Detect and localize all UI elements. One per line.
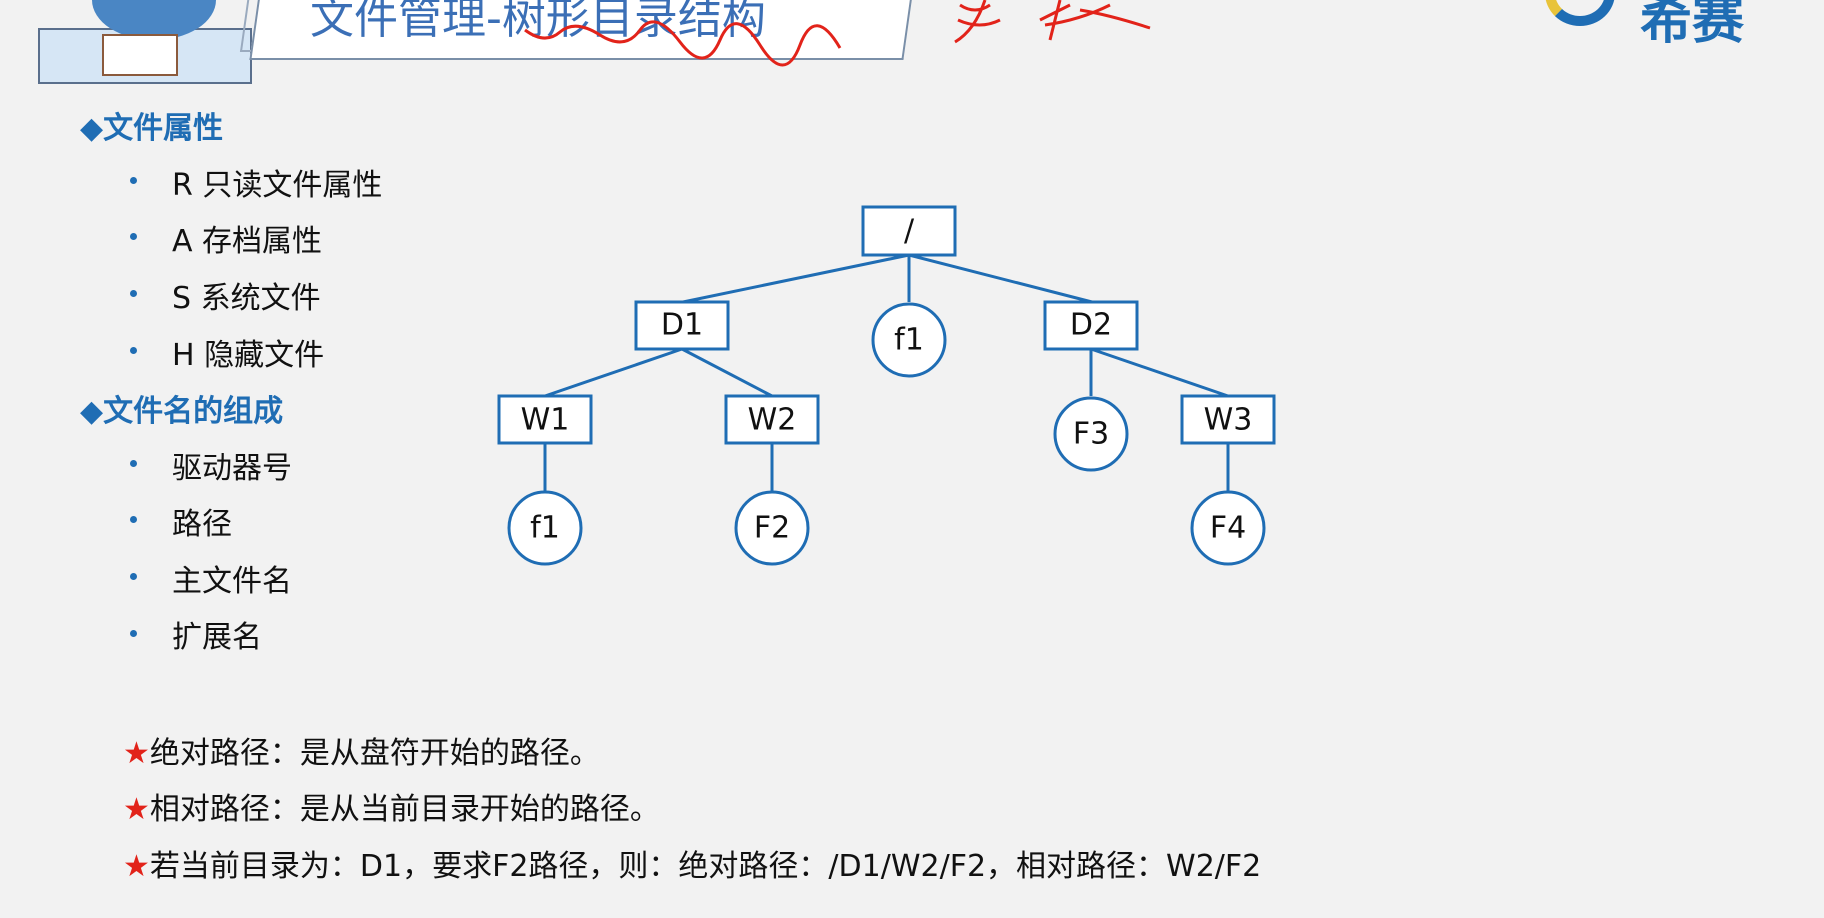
list-item: 驱动器号 [172, 451, 292, 486]
note-absolute-path: ★绝对路径：是从盘符开始的路径。 [123, 728, 600, 772]
bullet-dot [130, 630, 137, 637]
node-f1-root [871, 302, 947, 378]
node-label: F2 [754, 511, 790, 546]
edge-d1-w2 [681, 347, 773, 398]
edge-d1-w1 [544, 347, 683, 398]
node-f1-leaf [507, 490, 583, 566]
tree-edges [543, 253, 1230, 491]
list-item: 主文件名 [172, 564, 292, 599]
node-d1 [634, 300, 730, 351]
star-icon: ★ [123, 736, 150, 771]
node-label: f1 [530, 511, 560, 546]
node-label: W2 [748, 403, 797, 438]
node-w2 [724, 394, 820, 445]
node-label: F4 [1210, 511, 1246, 546]
bullet-dot [130, 573, 137, 580]
node-label: D2 [1070, 308, 1112, 343]
bullet-dot [130, 177, 137, 184]
star-icon: ★ [123, 849, 150, 884]
section-title-file-attributes: ◆文件属性 [80, 111, 224, 146]
bullet-dot [130, 290, 137, 297]
bullet-dot [130, 460, 137, 467]
node-root [861, 205, 957, 257]
underline-scribble [524, 20, 842, 67]
note-text: 相对路径：是从当前目录开始的路径。 [149, 792, 660, 827]
note-example: ★若当前目录为：D1，要求F2路径，则：绝对路径：/D1/W2/F2，相对路径：… [123, 841, 1261, 885]
node-label: W1 [521, 403, 570, 438]
note-text: 绝对路径：是从盘符开始的路径。 [149, 736, 600, 771]
note-text: 若当前目录为：D1，要求F2路径，则：绝对路径：/D1/W2/F2，相对路径：W… [149, 849, 1262, 884]
node-w1 [497, 394, 593, 445]
list-item: R 只读文件属性 [172, 168, 383, 203]
scribble-char-1 [954, 0, 1001, 44]
list-item: S 系统文件 [172, 281, 321, 316]
edge-root-d1 [682, 253, 910, 304]
mascot-paper-icon [102, 34, 178, 76]
node-d2 [1043, 300, 1139, 351]
bullet-dot [130, 233, 137, 240]
logo-text: 希赛 [1640, 0, 1745, 51]
list-item: 路径 [172, 507, 232, 542]
list-item: A 存档属性 [172, 224, 323, 259]
node-label: W3 [1204, 403, 1253, 438]
node-f3 [1053, 396, 1129, 472]
list-item: H 隐藏文件 [172, 338, 325, 373]
node-label: f1 [894, 323, 924, 358]
node-label: F3 [1073, 417, 1109, 452]
note-relative-path: ★相对路径：是从当前目录开始的路径。 [123, 784, 660, 828]
node-f2 [734, 490, 810, 566]
bullet-dot [130, 516, 137, 523]
scribble-char-2 [1039, 0, 1151, 41]
list-item: 扩展名 [172, 620, 262, 655]
section-title-filename-composition: ◆文件名的组成 [80, 394, 284, 429]
edge-d2-w3 [1090, 347, 1229, 398]
node-w3 [1180, 394, 1276, 445]
star-icon: ★ [123, 792, 150, 827]
bullet-dot [130, 347, 137, 354]
node-label: D1 [661, 308, 703, 343]
node-f4 [1190, 490, 1266, 566]
edge-root-d2 [908, 253, 1093, 304]
node-label: / [904, 214, 915, 249]
